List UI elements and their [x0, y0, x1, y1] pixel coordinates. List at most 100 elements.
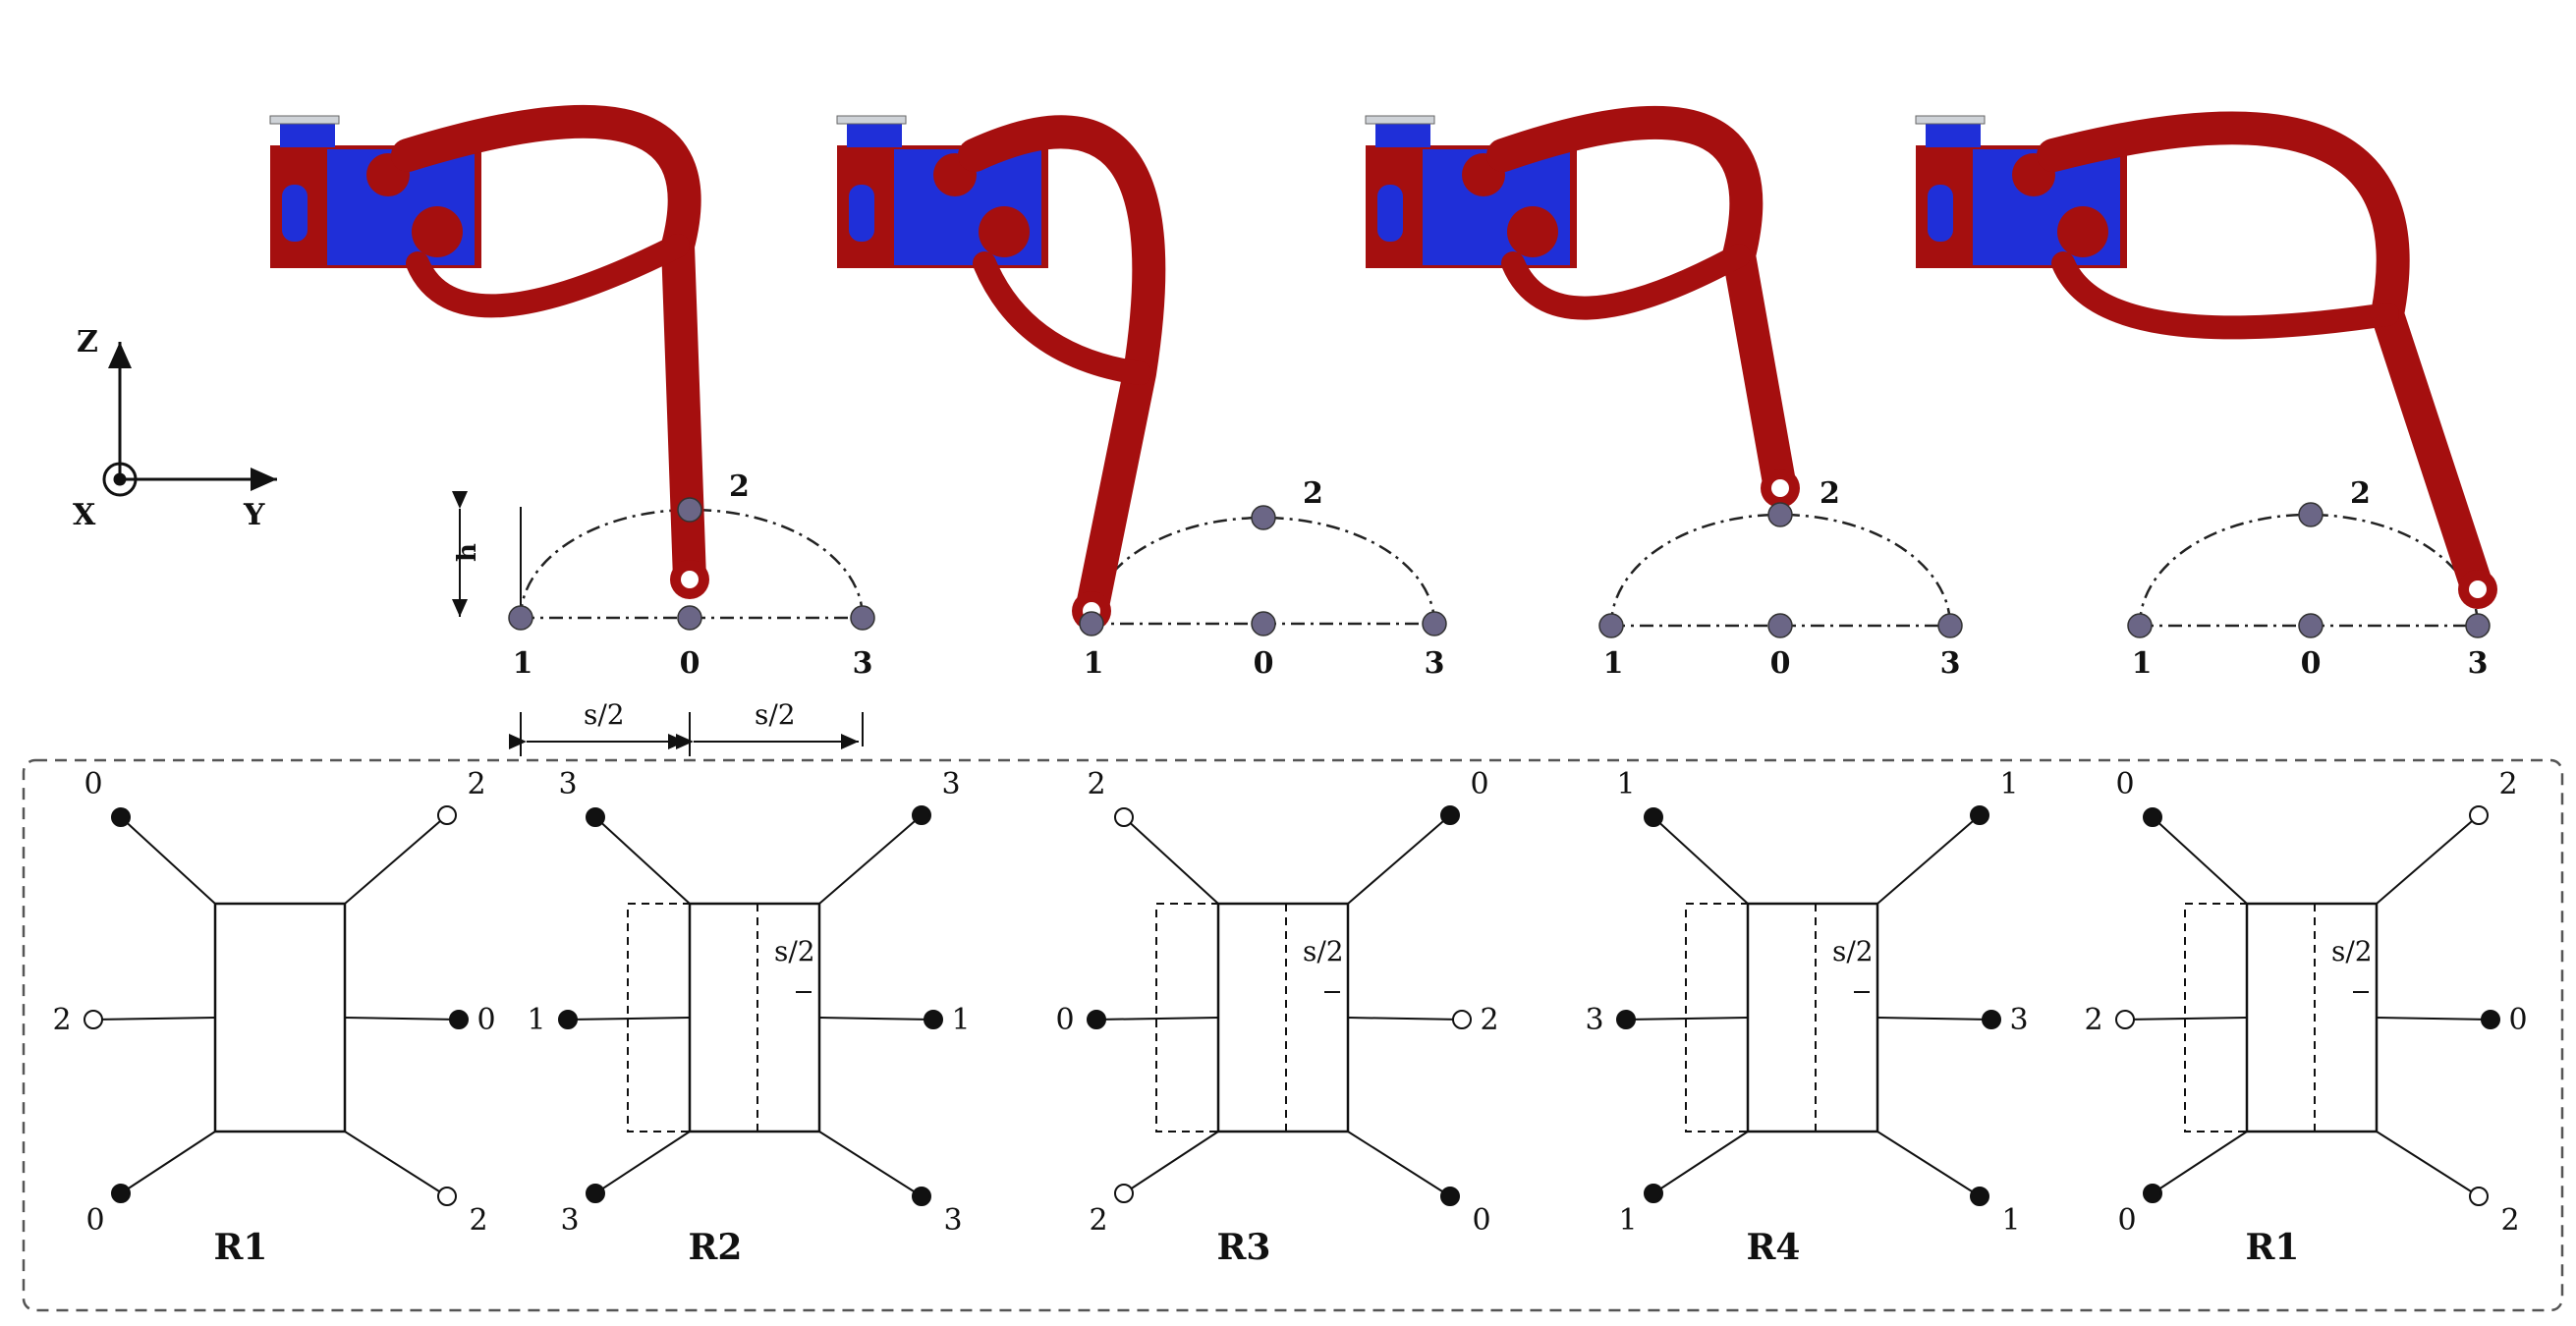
leg-mr	[1347, 1017, 1463, 1021]
foot-wheel-hub	[1771, 479, 1789, 497]
stance-foot-marker	[1644, 1184, 1663, 1203]
leg-link-lower	[406, 234, 690, 318]
point-1-label: 1	[1603, 646, 1624, 681]
leg-br	[1347, 1131, 1451, 1197]
point-0-marker	[1767, 613, 1793, 638]
leg-tr-label: 0	[1470, 767, 1488, 801]
leg-ml	[2124, 1017, 2248, 1021]
leg-bl-label: 1	[1618, 1203, 1637, 1238]
point-0-marker	[1251, 611, 1276, 636]
leg-ml-label: 3	[1585, 1003, 1603, 1037]
servo-gear	[979, 206, 1030, 257]
servo-horn	[1915, 115, 1986, 125]
leg-tl	[1123, 816, 1219, 905]
leg-mr-label: 2	[1480, 1003, 1498, 1037]
leg-tl	[1652, 816, 1749, 905]
swing-foot-marker	[1114, 807, 1134, 827]
leg-mr	[1876, 1017, 1992, 1021]
leg-mr	[2376, 1017, 2492, 1021]
servo-slot	[1928, 185, 1953, 242]
leg-br-label: 3	[943, 1203, 962, 1238]
leg-ml	[567, 1017, 691, 1021]
point-2-label: 2	[1303, 476, 1323, 511]
shift-label: s/2	[1303, 935, 1344, 967]
foot-wheel-hub	[2469, 580, 2487, 598]
leg-tl	[594, 816, 691, 905]
leg-link-lower	[973, 251, 1151, 385]
servo-gear	[412, 206, 463, 257]
swing-foot-marker	[2469, 805, 2489, 825]
point-2-marker	[1767, 502, 1793, 527]
point-1-marker	[1598, 613, 1624, 638]
leg-ml-label: 0	[1055, 1003, 1074, 1037]
point-2-marker	[1251, 505, 1276, 530]
leg-tr	[344, 814, 448, 905]
point-3-label: 3	[853, 646, 873, 681]
leg-br-label: 2	[2500, 1203, 2519, 1238]
leg-tl-label: 1	[1616, 767, 1635, 801]
leg-bl	[2152, 1131, 2248, 1194]
x-axis-label: X	[73, 498, 96, 532]
point-2-marker	[2298, 502, 2324, 527]
stance-foot-marker	[2143, 1184, 2162, 1203]
leg-mr-label: 3	[2009, 1003, 2028, 1037]
stance-foot-marker	[111, 1184, 131, 1203]
foot-wheel-hub	[681, 571, 699, 588]
dimension-markers	[452, 491, 864, 756]
leg-br	[2376, 1131, 2480, 1197]
stance-foot-marker	[912, 805, 931, 825]
shift-label: s/2	[2331, 935, 2373, 967]
coordinate-frame	[102, 342, 277, 497]
servo-gear	[1507, 206, 1558, 257]
leg-tr-label: 2	[467, 767, 485, 801]
y-axis-label: Y	[243, 498, 265, 532]
phase-name-label: R2	[689, 1227, 743, 1268]
leg-tr	[2376, 814, 2480, 905]
point-1-marker	[508, 605, 533, 631]
swing-foot-marker	[1452, 1010, 1472, 1029]
phase-name-label: R1	[2246, 1227, 2300, 1268]
servo-horn	[269, 115, 340, 125]
leg-tr-label: 1	[1999, 767, 2018, 801]
swing-trajectory	[1609, 513, 1952, 627]
body-outline	[688, 902, 821, 1133]
leg-tl-label: 0	[2115, 767, 2134, 801]
swing-trajectory	[2138, 513, 2480, 627]
leg-mr-label: 0	[2508, 1003, 2527, 1037]
point-3-label: 3	[1940, 646, 1961, 681]
leg-mr	[818, 1017, 934, 1021]
stance-foot-marker	[1644, 807, 1663, 827]
swing-foot-marker	[437, 1187, 457, 1206]
leg-bl	[594, 1131, 691, 1194]
servo-slot	[1377, 185, 1403, 242]
stance-foot-marker	[2481, 1010, 2500, 1029]
stance-foot-marker	[558, 1010, 578, 1029]
stance-foot-marker	[1982, 1010, 2001, 1029]
point-1-marker	[2127, 613, 2153, 638]
swing-foot-marker	[1114, 1184, 1134, 1203]
leg-tl-label: 2	[1087, 767, 1105, 801]
servo-top	[1926, 122, 1981, 147]
servo-horn	[836, 115, 907, 125]
body-outline	[2245, 902, 2379, 1133]
servo-slot	[849, 185, 874, 242]
leg-tr	[1876, 814, 1981, 905]
point-3-marker	[1937, 613, 1963, 638]
point-0-marker	[2298, 613, 2324, 638]
point-2-label: 2	[2350, 476, 2371, 511]
leg-ml	[1625, 1017, 1749, 1021]
leg-bl	[120, 1131, 216, 1194]
stance-foot-marker	[1087, 1010, 1106, 1029]
servo-top	[847, 122, 902, 147]
leg-bl-label: 3	[560, 1203, 579, 1238]
point-3-marker	[1422, 611, 1447, 636]
stance-foot-marker	[1440, 1187, 1460, 1206]
point-1-marker	[1079, 611, 1104, 636]
servo-slot	[282, 185, 308, 242]
